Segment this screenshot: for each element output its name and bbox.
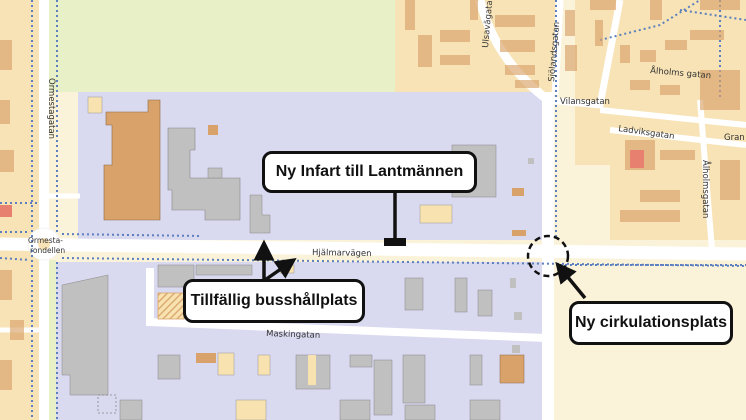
- green-area-north: [40, 0, 410, 92]
- roundabout-label-line2: rondellen: [30, 246, 65, 255]
- street-label-ulsavagatan: Ulsavägatan: [481, 0, 496, 48]
- callout-new-entrance-text: Ny Infart till Lantmännen: [275, 163, 464, 180]
- street-label-alholmsgatan-side: Ålholmsgatan: [700, 160, 712, 218]
- hatched-building: [157, 292, 185, 320]
- callout-new-roundabout: Ny cirkulationsplats: [569, 301, 733, 345]
- street-label-hjalmarvagen: Hjälmarvägen: [312, 248, 372, 259]
- hjalmarvagen-road: [0, 237, 746, 261]
- street-label-ormestagatan: Ormestagatan: [46, 78, 56, 139]
- street-label-maskingatan: Maskingatan: [266, 329, 321, 341]
- callout-temporary-bus-stop-text: Tillfällig busshållplats: [190, 292, 358, 309]
- callout-new-roundabout-text: Ny cirkulationsplats: [574, 314, 728, 331]
- callout-new-entrance: Ny Infart till Lantmännen: [262, 151, 477, 193]
- new-roundabout-circle: [526, 234, 570, 278]
- maskingatan-road: [146, 268, 547, 342]
- street-label-gran: Gran: [724, 133, 745, 143]
- roundabout-label-line1: Ormesta-: [28, 236, 63, 245]
- industrial-buildings-south: [61, 264, 525, 420]
- callout-temporary-bus-stop: Tillfällig busshållplats: [183, 279, 365, 323]
- lantmannen-building: [103, 99, 161, 221]
- residential-buildings: [0, 0, 740, 390]
- new-entrance-marker: [384, 238, 406, 246]
- street-label-vilansgatan: Vilansgatan: [560, 97, 610, 107]
- roundabout-pointer-arrow: [555, 261, 587, 300]
- bus-stop-arrow-right: [264, 258, 297, 282]
